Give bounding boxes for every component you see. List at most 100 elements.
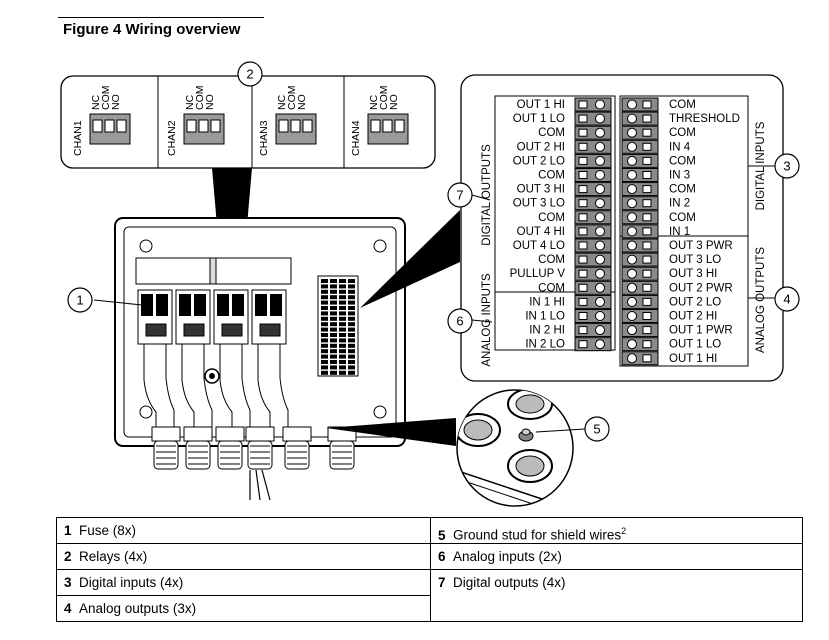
terminal-screw	[595, 325, 605, 336]
relay-terminal-label: NC	[368, 94, 380, 110]
terminal-clamp	[642, 213, 652, 222]
terminal-pin	[321, 311, 328, 316]
terminal-pin	[330, 338, 337, 343]
terminal-pin	[330, 284, 337, 289]
relay-terminal-label: COM	[286, 86, 298, 111]
terminal-screw	[595, 141, 605, 152]
terminal-pin	[339, 322, 346, 327]
relay-terminal-label: COM	[100, 86, 112, 111]
terminal-label-right: COM	[669, 99, 696, 111]
terminal-label-left: OUT 4 HI	[517, 226, 565, 238]
relay-screw	[116, 119, 127, 133]
terminal-screw	[595, 339, 605, 350]
terminal-clamp	[578, 283, 588, 292]
terminal-pin	[330, 333, 337, 337]
relay-channel-label: CHAN4	[350, 120, 362, 156]
terminal-pin	[348, 338, 355, 343]
terminal-pin	[339, 289, 346, 294]
terminal-screw	[595, 99, 605, 110]
terminal-screw	[595, 113, 605, 124]
terminal-pin	[339, 295, 346, 300]
terminal-pin	[339, 349, 346, 354]
callout-circle	[774, 153, 800, 179]
callout-number: 6	[456, 314, 463, 329]
terminal-clamp	[642, 255, 652, 264]
terminal-screw	[627, 296, 637, 307]
terminal-clamp	[578, 142, 588, 151]
terminal-pin	[321, 289, 328, 294]
terminal-clamp	[642, 269, 652, 278]
terminal-screw	[595, 296, 605, 307]
relay-connector	[145, 323, 167, 337]
relay-screw	[278, 119, 289, 133]
wire-channel	[181, 344, 195, 430]
terminal-clamp	[578, 241, 588, 250]
terminal-clamp	[642, 312, 652, 320]
cable-gland-nut	[245, 426, 275, 442]
terminal-pin	[348, 370, 355, 375]
terminal-clamp	[642, 297, 652, 306]
terminal-label-right: OUT 3 HI	[669, 268, 717, 280]
terminal-label-right: COM	[669, 184, 696, 196]
relay-terminal-label: NO	[388, 94, 400, 110]
terminal-clamp	[578, 269, 588, 278]
relay-terminal-label: NO	[204, 94, 216, 110]
terminal-clamp	[578, 199, 588, 208]
terminal-label-left: COM	[538, 170, 565, 182]
terminal-pin	[339, 333, 346, 337]
terminal-label-left: COM	[538, 127, 565, 139]
terminal-pin	[348, 360, 355, 364]
terminal-pin	[321, 349, 328, 354]
wire-channel	[143, 344, 157, 430]
relay-terminal-label: NO	[110, 94, 122, 110]
relay-screw	[370, 119, 381, 133]
terminal-screw	[627, 212, 637, 223]
terminal-clamp	[578, 255, 588, 264]
terminal-label-left: IN 2 HI	[529, 325, 565, 337]
terminal-pin	[321, 300, 328, 305]
terminal-clamp	[578, 227, 588, 236]
terminal-label-right: OUT 2 LO	[669, 296, 721, 308]
terminal-pin	[330, 354, 337, 359]
cable-gland	[247, 440, 273, 470]
figure-title: Figure 4 Wiring overview	[63, 21, 241, 38]
terminal-label-left: OUT 2 HI	[517, 141, 565, 153]
terminal-pin	[330, 327, 337, 332]
relay-terminal-label: COM	[194, 86, 206, 111]
terminal-group-label: ANALOG OUTPUTS	[755, 247, 767, 353]
terminal-screw	[627, 127, 637, 138]
terminal-screw	[595, 170, 605, 180]
terminal-screw	[627, 325, 637, 336]
terminal-pin	[330, 289, 337, 294]
terminal-group-label: DIGITAL INPUTS	[755, 121, 767, 210]
terminal-clamp	[642, 354, 652, 363]
relay-screw	[186, 119, 197, 133]
terminal-pin	[330, 316, 337, 321]
terminal-label-right: OUT 3 PWR	[669, 240, 733, 252]
terminal-screw	[595, 226, 605, 237]
terminal-pin	[348, 279, 355, 283]
terminal-screw	[627, 254, 637, 265]
relay-connector	[183, 323, 205, 337]
cable-gland	[329, 440, 355, 470]
terminal-screw	[595, 311, 605, 321]
terminal-pin	[321, 327, 328, 332]
relay-screw	[302, 119, 313, 133]
terminal-pin	[321, 365, 328, 370]
terminal-pin	[348, 327, 355, 332]
terminal-pin	[348, 284, 355, 289]
terminal-pin	[330, 300, 337, 305]
terminal-pin	[321, 338, 328, 343]
fuse	[232, 294, 244, 316]
terminal-pin	[339, 327, 346, 332]
cable-gland-nut	[282, 426, 312, 442]
terminal-screw	[595, 198, 605, 209]
relay-screw	[210, 119, 221, 133]
cable-gland	[284, 440, 310, 470]
relay-screw	[104, 119, 115, 133]
callout-circle	[774, 286, 800, 312]
ground-pointer	[326, 418, 456, 446]
terminal-label-right: OUT 3 LO	[669, 254, 721, 266]
cable-gland	[217, 440, 243, 470]
